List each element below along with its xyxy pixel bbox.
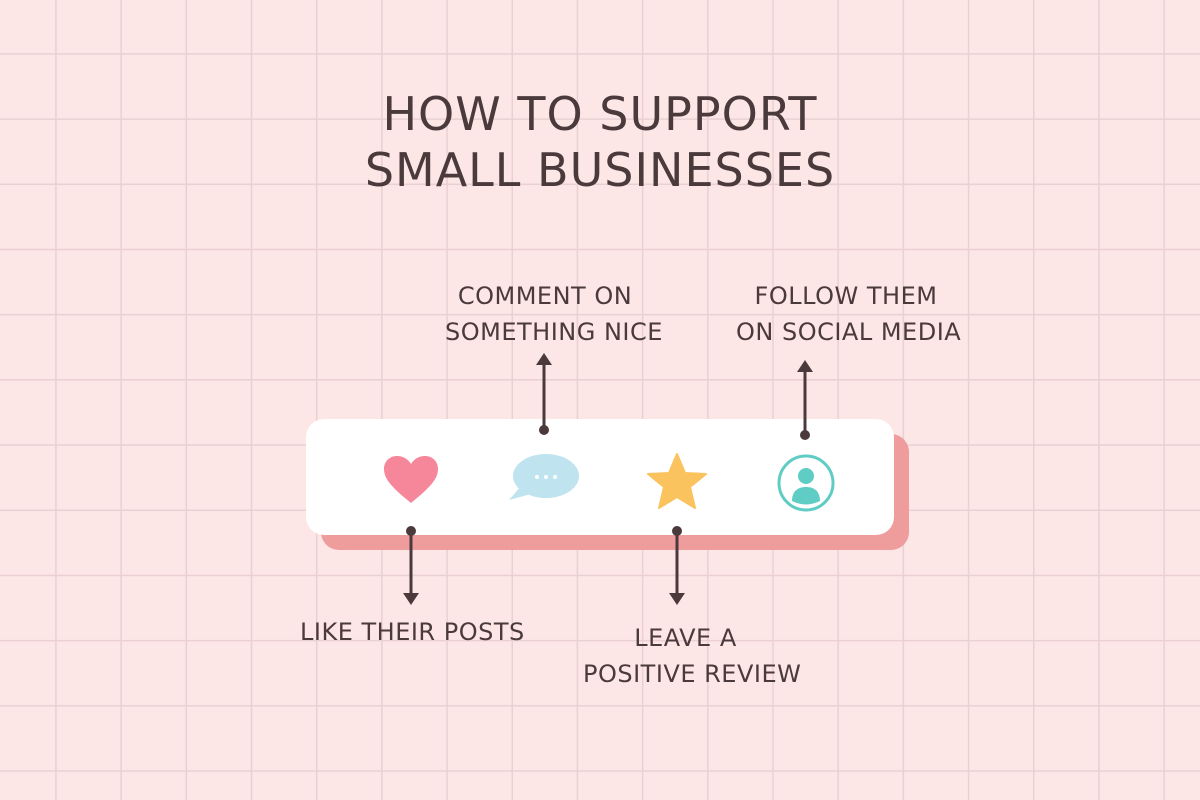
star-icon[interactable] [646,452,708,512]
label-review-line-2: positive review [583,660,802,688]
title-line-1: How to support [382,87,818,141]
heart-icon[interactable] [382,455,440,505]
label-comment: Comment on something nice [445,278,663,350]
label-follow: Follow them on social media [736,278,962,350]
title-line-2: small businesses [364,143,836,197]
label-comment-line-2: something nice [445,318,663,346]
label-follow-line-2: on social media [736,318,962,346]
arrow-like [403,526,419,605]
label-review-line-1: Leave a [634,624,737,652]
user-profile-icon[interactable] [776,453,836,513]
label-comment-line-1: Comment on [457,282,633,310]
arrow-follow [797,360,813,440]
arrow-review [669,526,685,605]
page-title: How to support small businesses [0,86,1200,198]
label-follow-line-1: Follow them [754,282,938,310]
speech-bubble-icon[interactable] [507,452,581,502]
label-like: Like their posts [300,614,525,650]
label-review: Leave a positive review [583,620,802,692]
label-like-line-1: Like their posts [300,618,525,646]
arrow-comment [536,353,552,435]
